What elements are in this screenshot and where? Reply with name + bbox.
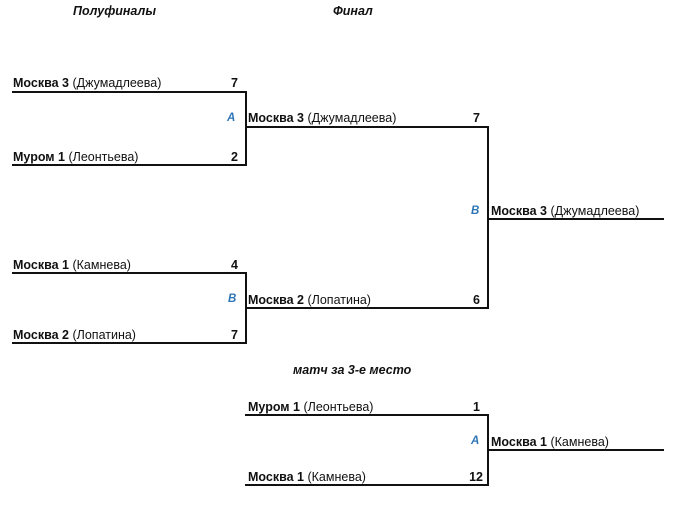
team-player: (Лопатина) — [72, 328, 136, 342]
team-club: Москва 3 — [13, 76, 69, 90]
semifinal-1-team2-score: 2 — [231, 150, 238, 164]
third-place-marker: A — [471, 435, 480, 447]
third-place-team1-score: 1 — [473, 400, 480, 414]
semifinal-2-team1: Москва 1 (Камнева) — [13, 258, 131, 272]
team-player: (Джумадлеева) — [307, 111, 397, 125]
semifinals-header: Полуфиналы — [73, 4, 156, 18]
semifinal-1-team1: Москва 3 (Джумадлеева) — [13, 76, 161, 90]
team-club: Москва 3 — [491, 204, 547, 218]
team-player: (Леонтьева) — [303, 400, 374, 414]
semifinal-2-team2-score: 7 — [231, 328, 238, 342]
semifinal-2-team2: Москва 2 (Лопатина) — [13, 328, 136, 342]
final-team2: Москва 2 (Лопатина) — [248, 293, 371, 307]
final-team2-score: 6 — [473, 293, 480, 307]
final-team2-line — [245, 307, 489, 309]
team-club: Москва 3 — [248, 111, 304, 125]
final-team1: Москва 3 (Джумадлеева) — [248, 111, 396, 125]
third-place-header: матч за 3-е место — [293, 363, 412, 377]
team-club: Москва 1 — [248, 470, 304, 484]
team-player: (Камнева) — [72, 258, 131, 272]
team-club: Москва 1 — [491, 435, 547, 449]
semifinal-1-team1-score: 7 — [231, 76, 238, 90]
semifinal-1-marker: A — [227, 112, 236, 124]
third-place-team1-line — [245, 414, 489, 416]
team-club: Москва 2 — [13, 328, 69, 342]
semifinal-2-team2-line — [12, 342, 247, 344]
team-club: Москва 2 — [248, 293, 304, 307]
final-header: Финал — [333, 4, 373, 18]
final-team1-score: 7 — [473, 111, 480, 125]
semifinal-2-team1-line — [12, 272, 247, 274]
team-player: (Камнева) — [307, 470, 366, 484]
team-club: Москва 1 — [13, 258, 69, 272]
third-place-winner: Москва 1 (Камнева) — [491, 435, 609, 449]
third-place-winner-line — [487, 449, 664, 451]
team-player: (Камнева) — [550, 435, 609, 449]
semifinal-1-team1-line — [12, 91, 247, 93]
final-connector — [487, 126, 489, 309]
team-player: (Джумадлеева) — [550, 204, 640, 218]
final-winner: Москва 3 (Джумадлеева) — [491, 204, 639, 218]
semifinal-1-team2: Муром 1 (Леонтьева) — [13, 150, 138, 164]
team-club: Муром 1 — [248, 400, 300, 414]
semifinal-1-team2-line — [12, 164, 247, 166]
third-place-team2: Москва 1 (Камнева) — [248, 470, 366, 484]
team-player: (Леонтьева) — [68, 150, 139, 164]
third-place-team1: Муром 1 (Леонтьева) — [248, 400, 373, 414]
team-club: Муром 1 — [13, 150, 65, 164]
final-marker: B — [471, 205, 480, 217]
team-player: (Джумадлеева) — [72, 76, 162, 90]
final-team1-line — [245, 126, 489, 128]
third-place-team2-score: 12 — [469, 470, 483, 484]
third-place-team2-line — [245, 484, 489, 486]
semifinal-2-marker: B — [228, 293, 237, 305]
team-player: (Лопатина) — [307, 293, 371, 307]
semifinal-1-connector — [245, 91, 247, 166]
semifinal-2-team1-score: 4 — [231, 258, 238, 272]
final-winner-line — [487, 218, 664, 220]
